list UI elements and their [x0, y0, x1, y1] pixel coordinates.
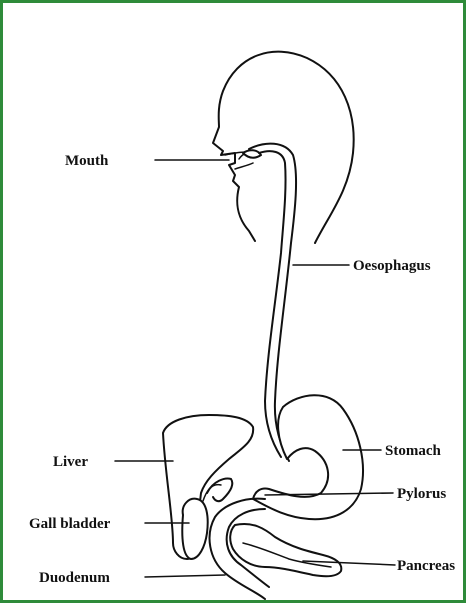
- tongue: [243, 150, 261, 158]
- stomach-outline: [253, 395, 363, 519]
- label-mouth: Mouth: [65, 153, 109, 169]
- label-pylorus: Pylorus: [397, 486, 446, 502]
- label-oesophagus: Oesophagus: [353, 258, 431, 274]
- bile-duct: [207, 479, 232, 502]
- gall-bladder-outline: [182, 499, 207, 559]
- bile-duct-branch: [203, 485, 221, 501]
- duodenum-pointer: [145, 575, 225, 577]
- label-pancreas: Pancreas: [397, 558, 455, 574]
- label-duodenum: Duodenum: [39, 570, 110, 586]
- label-liver: Liver: [53, 454, 88, 470]
- pancreas-outline: [230, 524, 341, 576]
- label-gall-bladder: Gall bladder: [29, 516, 111, 532]
- label-stomach: Stomach: [385, 443, 441, 459]
- digestive-system-diagram: Mouth Oesophagus Liver Stomach Gall blad…: [3, 3, 466, 606]
